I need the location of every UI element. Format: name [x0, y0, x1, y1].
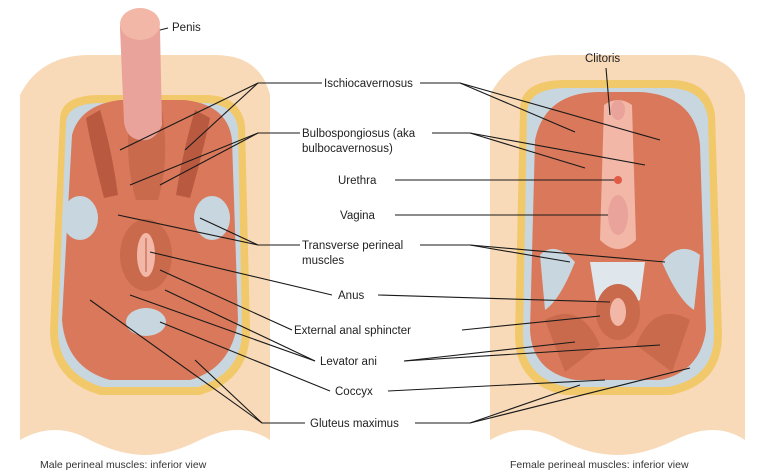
label-urethra: Urethra [338, 175, 377, 187]
label-transverse-perineal-line1: Transverse perineal [302, 240, 403, 252]
female-anus [610, 298, 626, 326]
caption-male: Male perineal muscles: inferior view [40, 459, 207, 471]
label-levator-ani: Levator ani [320, 356, 377, 368]
label-penis: Penis [172, 22, 201, 34]
male-panel [20, 8, 270, 455]
female-clitoris-shape [611, 100, 625, 120]
label-clitoris: Clitoris [585, 53, 620, 65]
label-gluteus-maximus: Gluteus maximus [310, 418, 399, 430]
label-bulbospongiosus-line2: bulbocavernosus) [302, 143, 393, 155]
label-vagina: Vagina [340, 210, 376, 222]
male-penis-glans [120, 8, 160, 40]
label-ischiocavernosus: Ischiocavernosus [324, 78, 413, 90]
label-external-anal-sphincter: External anal sphincter [294, 325, 411, 337]
male-fascia-right [194, 196, 230, 240]
label-bulbospongiosus-line1: Bulbospongiosus (aka [302, 128, 416, 140]
label-coccyx: Coccyx [335, 386, 373, 398]
caption-female: Female perineal muscles: inferior view [510, 459, 689, 471]
male-fascia-left [62, 196, 98, 240]
female-urethra-shape [614, 176, 622, 184]
label-anus: Anus [338, 290, 364, 302]
label-transverse-perineal-line2: muscles [302, 255, 344, 267]
female-vagina-shape [608, 195, 628, 235]
